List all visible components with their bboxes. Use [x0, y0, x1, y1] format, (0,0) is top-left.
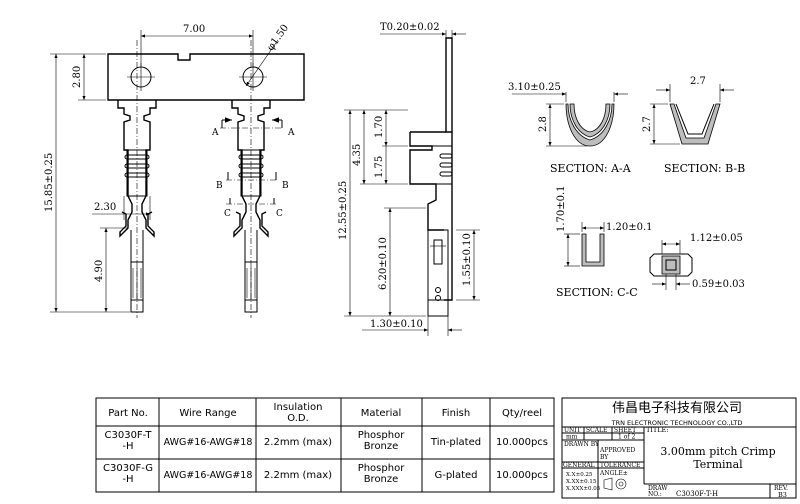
- section-a: 3.10±0.25 2.8 SECTION: A-A: [508, 82, 632, 175]
- section-c: 1.70±0.1 1.20±0.1 SECTION: C-C: [556, 185, 653, 299]
- title-block: 伟昌电子科技有限公司 TRN ELECTRONIC TECHNOLOGY CO.…: [561, 397, 797, 499]
- angle-label: ANGLE±: [599, 470, 628, 477]
- table-header-wire: Wire Range: [179, 408, 236, 419]
- table-header-part: Part No.: [108, 408, 148, 419]
- cell-part-no: C3030F-G-H: [103, 463, 153, 485]
- front-view: A A B B C C 7.00 φ1.50 2.80 15.85±0.25: [44, 23, 305, 318]
- rev-value: B3: [778, 491, 787, 499]
- dim-pitch: 7.00: [183, 24, 205, 35]
- dim-len-620: 6.20±0.10: [378, 237, 389, 290]
- dim-contact-length: 4.90: [94, 260, 105, 282]
- company-name-cn: 伟昌电子科技有限公司: [612, 401, 742, 416]
- tolerance-2: X.XX±0.15: [566, 479, 597, 485]
- section-label-c: SECTION: C-C: [556, 286, 638, 299]
- table-header-finish: Finish: [442, 408, 470, 419]
- drawn-by-label: DRAWN BY: [564, 441, 600, 448]
- sheet-label: SHEET: [614, 427, 636, 434]
- dim-sb-height: 2.7: [642, 116, 653, 132]
- carrier-strip: [107, 53, 305, 101]
- dim-sa-width: 3.10±0.25: [508, 82, 561, 93]
- dim-sc-height: 1.70±0.1: [556, 185, 567, 232]
- table-rows: C3030F-T-H AWG#16-AWG#18 2.2mm (max) Phosph…: [103, 430, 548, 485]
- cut-letter-c-right: C: [276, 209, 283, 219]
- dim-thickness: T0.20±0.02: [380, 22, 440, 33]
- cut-letter-b-right: B: [282, 181, 289, 191]
- box-front-view: 1.12±0.05 0.59±0.03: [649, 233, 745, 290]
- general-label: GENERAL: [563, 462, 595, 469]
- tolerance-3: X.XXX±0.05: [566, 486, 601, 492]
- cell-wire-range: AWG#16-AWG#18: [164, 470, 253, 481]
- dim-carrier-height: 2.80: [72, 66, 83, 88]
- dim-crimp-width: 2.30: [94, 202, 116, 213]
- dim-length-12: 12.55±0.25: [338, 181, 349, 240]
- cut-letter-c-left: C: [224, 209, 231, 219]
- dim-len-175: 1.75: [374, 156, 385, 178]
- dim-hole-dia: φ1.50: [265, 23, 291, 53]
- cut-letter-b-left: B: [216, 181, 223, 191]
- cell-insulation-od: 2.2mm (max): [264, 437, 332, 448]
- section-label-a: SECTION: A-A: [550, 162, 632, 175]
- section-label-b: SECTION: B-B: [664, 162, 745, 175]
- cell-qty: 10.000pcs: [496, 437, 548, 448]
- cell-wire-range: AWG#16-AWG#18: [164, 437, 253, 448]
- sheet-value: 1 of 2: [618, 434, 635, 441]
- dim-sa-height: 2.8: [538, 116, 549, 132]
- dim-box-inner: 0.59±0.03: [692, 279, 745, 290]
- dim-overall-length: 15.85±0.25: [44, 153, 55, 212]
- section-b: 2.7 2.7 SECTION: B-B: [642, 76, 745, 175]
- side-view: T0.20±0.02 12.55±0.25 4.35 1.70 1.75 6.2…: [338, 22, 480, 336]
- draw-no-value: C3030F-T-H: [676, 490, 718, 498]
- dim-box-width: 1.12±0.05: [690, 233, 743, 244]
- table-header-qty: Qty/reel: [502, 408, 542, 419]
- cell-insulation-od: 2.2mm (max): [264, 470, 332, 481]
- company-name-en: TRN ELECTRONIC TECHNOLOGY CO.,LTD: [611, 419, 743, 427]
- title-label: TITLE:: [646, 426, 669, 434]
- dim-sb-width: 2.7: [690, 76, 706, 87]
- tolerance-label: TOLERANCE: [600, 462, 640, 469]
- dim-len-435: 4.35: [352, 144, 363, 166]
- rev-label: REV.: [774, 485, 788, 492]
- cell-finish: Tin-plated: [430, 437, 481, 448]
- unit-label: UNIT: [564, 427, 581, 434]
- cell-finish: G-plated: [434, 470, 477, 481]
- dim-sc-width: 1.20±0.1: [606, 222, 653, 233]
- projection-symbol-icon: [603, 477, 627, 491]
- dim-width-130: 1.30±0.10: [370, 319, 423, 330]
- dim-len-155: 1.55±0.10: [462, 233, 473, 286]
- terminal-left: [117, 100, 157, 313]
- cell-qty: 10.000pcs: [496, 470, 548, 481]
- cut-letter-a-left: A: [211, 128, 219, 138]
- table-header-material: Material: [361, 408, 402, 419]
- cell-part-no: C3030F-T-H: [105, 430, 153, 452]
- cut-letter-a-right: A: [287, 128, 295, 138]
- scale-label: SCALE: [586, 427, 607, 434]
- dim-len-170: 1.70: [374, 116, 385, 138]
- unit-value: mm: [566, 434, 578, 441]
- tolerance-1: X.X±0.25: [566, 472, 593, 478]
